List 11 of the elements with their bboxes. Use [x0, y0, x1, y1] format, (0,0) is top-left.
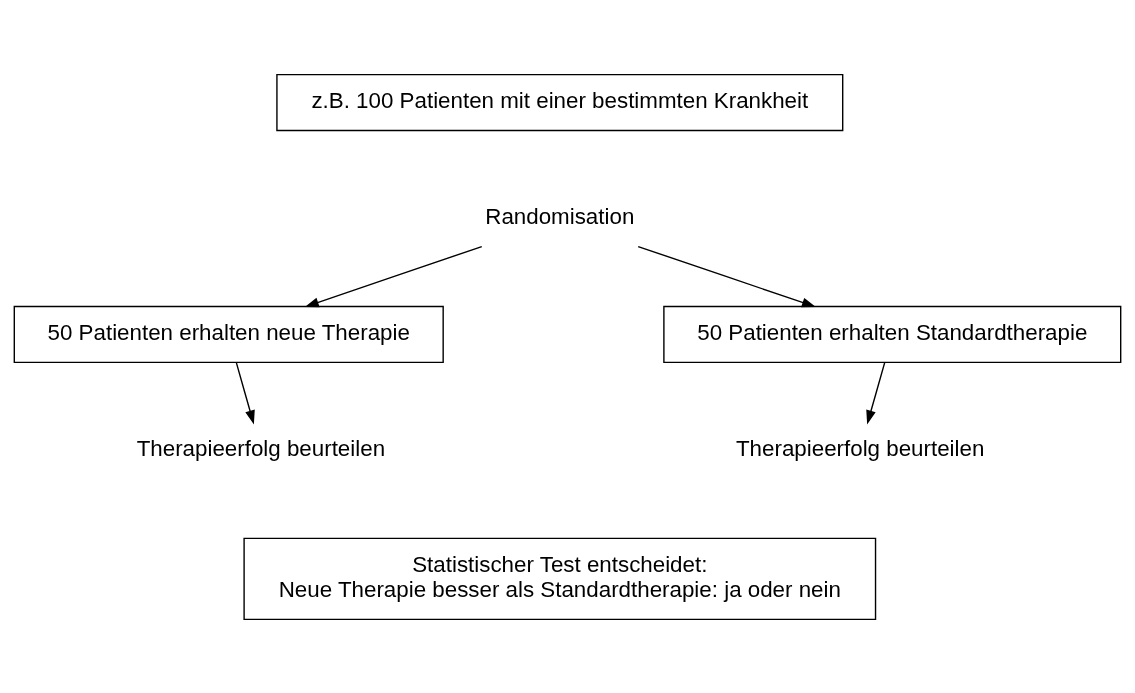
arrow	[637, 245, 816, 307]
arrow	[304, 245, 483, 307]
arrow	[235, 361, 255, 424]
node-box: 50 Patienten erhalten neue Therapie	[13, 305, 444, 363]
node-box: 50 Patienten erhalten Standardtherapie	[663, 305, 1122, 363]
node-box: z.B. 100 Patienten mit einer bestimmten Krankheit	[276, 73, 844, 131]
node-box: Statistischer Test entscheidet: Neue Therapie besser als Standardtherapie: ja oder nein	[243, 537, 877, 620]
node-text: Therapieerfolg beurteilen	[136, 435, 386, 461]
node-text: Randomisation	[485, 203, 635, 229]
arrow	[866, 361, 886, 424]
node-text: Therapieerfolg beurteilen	[735, 435, 985, 461]
